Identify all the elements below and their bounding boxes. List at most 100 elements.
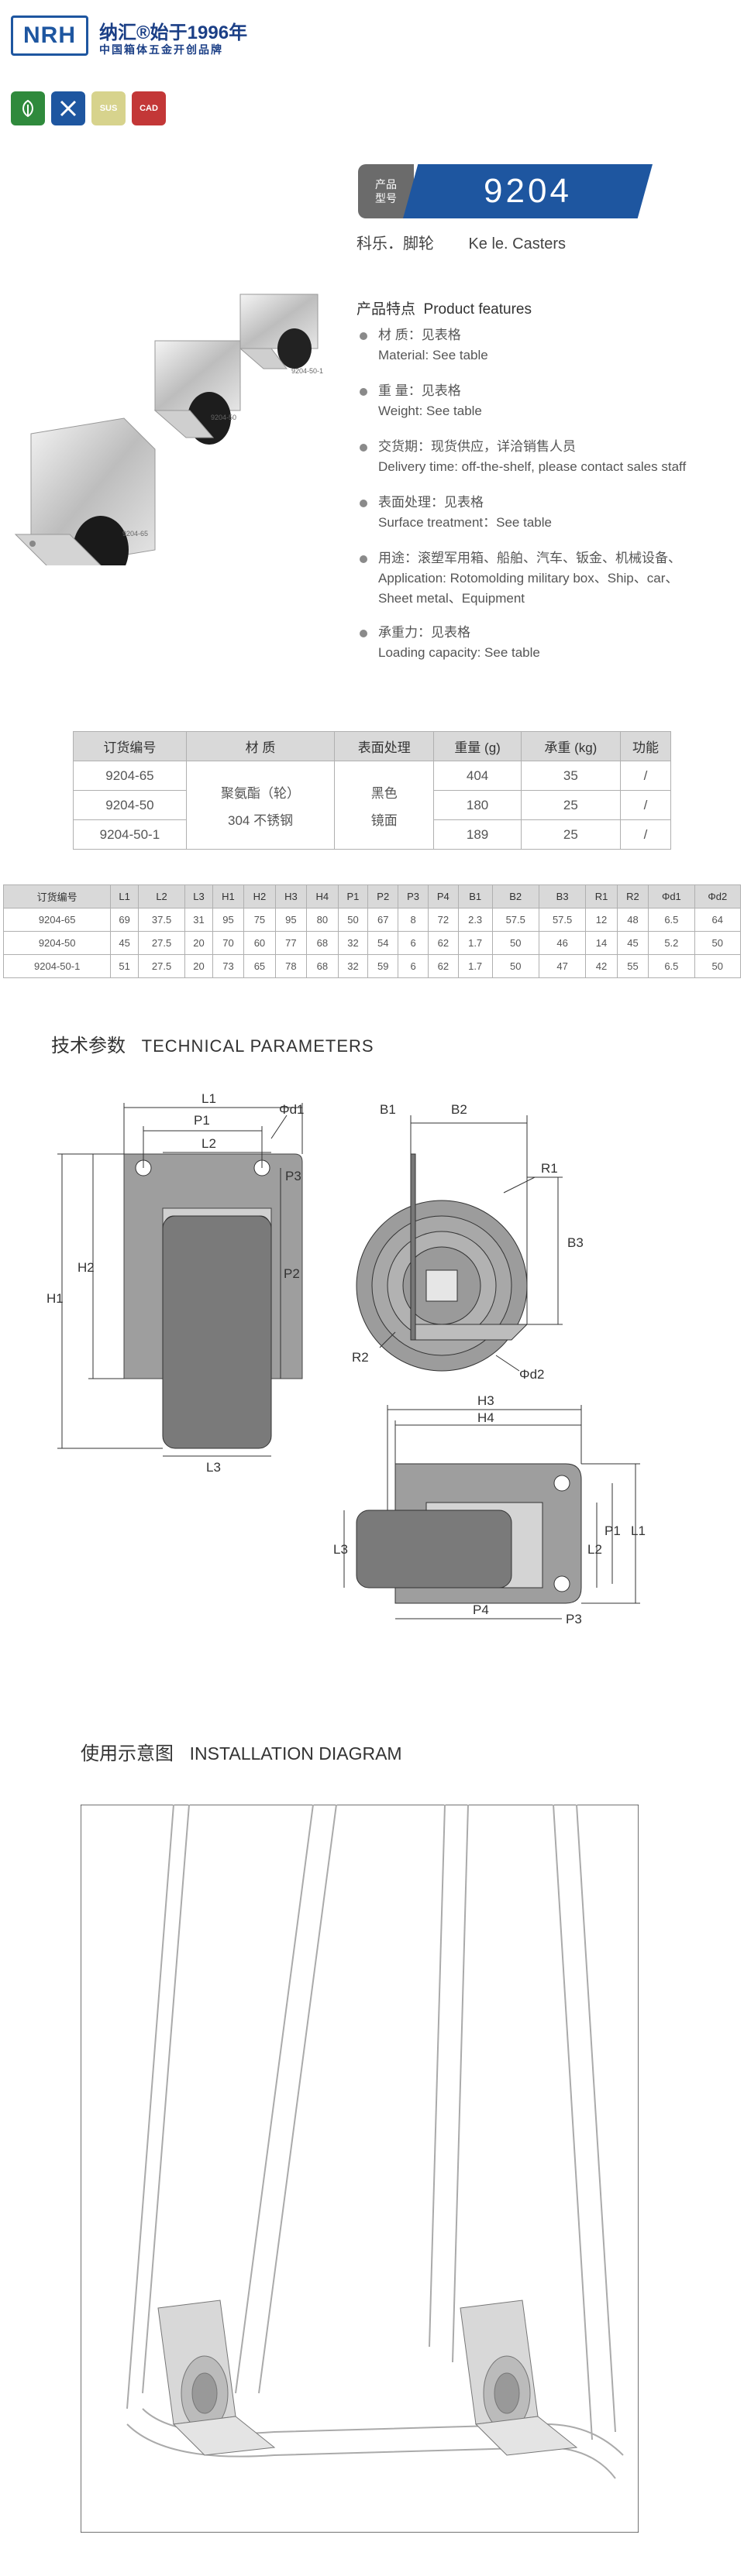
label-L2: L2	[202, 1136, 216, 1151]
tech-params-title: 技术参数 TECHNICAL PARAMETERS	[51, 1030, 374, 1057]
dimension-cell: 50	[491, 931, 539, 955]
model-tag-line2: 型号	[375, 192, 397, 204]
dimension-cell: 95	[212, 908, 245, 932]
feature-en: Application: Rotomolding military box、Sh…	[378, 571, 679, 586]
model-number: 9204	[403, 164, 653, 218]
dimension-cell: 45	[110, 931, 139, 955]
install-title: 使用示意图 INSTALLATION DIAGRAM	[81, 1738, 402, 1765]
feature-en: Surface treatment：See table	[378, 515, 552, 530]
dimension-cell: 6	[398, 954, 429, 978]
image-label-3: 9204-65	[122, 530, 148, 538]
dimension-th: P4	[427, 884, 459, 908]
feature-cn: 表面处理：见表格	[378, 495, 484, 510]
dimension-th: H4	[306, 884, 339, 908]
cell-material: 聚氨酯（轮） 304 不锈钢	[185, 761, 336, 850]
label-R2: R2	[352, 1350, 369, 1365]
dimension-cell: 64	[694, 908, 742, 932]
label-P3-bottom: P3	[566, 1612, 582, 1626]
dimension-th: P3	[398, 884, 429, 908]
dimension-cell: 5.2	[648, 931, 695, 955]
table-row: 9204-65 聚氨酯（轮） 304 不锈钢 黑色 镜面 404 35 /	[73, 761, 672, 850]
table-row: 9204-50-1 189 25 /	[73, 819, 672, 850]
dimension-th: 订货编号	[2, 884, 112, 908]
feature-item: 表面处理：见表格 Surface treatment：See table	[360, 493, 735, 533]
installation-diagram	[81, 1805, 639, 2533]
product-subtitle: 科乐．脚轮 Ke le. Casters	[356, 235, 567, 252]
caster-9204-50	[153, 340, 241, 445]
feature-en: Delivery time: off-the-shelf, please con…	[378, 459, 687, 474]
install-title-en: INSTALLATION DIAGRAM	[189, 1743, 402, 1764]
label-L1: L1	[202, 1092, 216, 1106]
dimension-cell: 14	[585, 931, 618, 955]
dimension-cell: 68	[306, 954, 339, 978]
label-d2: Φd2	[519, 1367, 544, 1382]
dimension-cell: 45	[616, 931, 649, 955]
dimension-cell: 55	[616, 954, 649, 978]
dimension-cell: 70	[212, 931, 245, 955]
dimension-th: P1	[337, 884, 369, 908]
dimension-th: H3	[274, 884, 308, 908]
dimension-th: R1	[585, 884, 618, 908]
eco-icon	[11, 91, 45, 125]
dimension-cell: 9204-65	[2, 908, 112, 932]
cell-function: /	[619, 819, 672, 850]
dimension-cell: 50	[694, 954, 742, 978]
features-title: 产品特点 Product features	[356, 301, 532, 318]
feature-en: Loading capacity: See table	[378, 645, 540, 660]
model-tag-label: 产品 型号	[358, 164, 414, 218]
dimension-cell: 31	[184, 908, 213, 932]
feature-item: 重 量：见表格 Weight: See table	[360, 381, 735, 421]
dimension-cell: 46	[538, 931, 587, 955]
caster-9204-65	[14, 417, 156, 565]
dimension-th: Φd1	[648, 884, 695, 908]
label-L1-bottom: L1	[631, 1523, 646, 1538]
label-B2: B2	[451, 1102, 467, 1117]
dimension-cell: 62	[427, 931, 459, 955]
dimension-cell: 54	[367, 931, 399, 955]
label-B1: B1	[380, 1102, 396, 1117]
dimension-cell: 48	[616, 908, 649, 932]
dimension-cell: 12	[585, 908, 618, 932]
dimension-cell: 1.7	[457, 954, 493, 978]
dimension-cell: 57.5	[491, 908, 539, 932]
dimension-cell: 32	[337, 954, 369, 978]
cell-load: 25	[520, 790, 621, 820]
dimension-cell: 69	[110, 908, 139, 932]
label-H4: H4	[477, 1410, 494, 1425]
dimension-cell: 20	[184, 954, 213, 978]
dimension-th: L1	[110, 884, 139, 908]
dimension-cell: 51	[110, 954, 139, 978]
dimension-th: H1	[212, 884, 245, 908]
dimension-th: L2	[137, 884, 186, 908]
cell-function: /	[619, 790, 672, 820]
tech-title-en: TECHNICAL PARAMETERS	[141, 1036, 374, 1056]
dimension-th: B1	[457, 884, 493, 908]
sus-badge: SUS	[91, 91, 126, 125]
install-title-cn: 使用示意图	[81, 1743, 174, 1764]
label-H1: H1	[46, 1291, 64, 1306]
brand-logo: NRH	[11, 15, 88, 56]
dimension-th: P2	[367, 884, 399, 908]
dimension-th: H2	[243, 884, 276, 908]
material-line2: 304 不锈钢	[227, 812, 294, 828]
label-P2: P2	[284, 1266, 300, 1281]
dimension-cell: 50	[491, 954, 539, 978]
dimension-cell: 59	[367, 954, 399, 978]
dimension-th: R2	[616, 884, 649, 908]
feature-en: Material: See table	[378, 348, 488, 362]
label-P1: P1	[194, 1113, 210, 1128]
dimension-cell: 68	[306, 931, 339, 955]
side-view-drawing: B1 B2 R1 B3 R2 Φd2	[352, 1102, 584, 1382]
th-load: 承重 (kg)	[520, 731, 621, 761]
dimension-cell: 42	[585, 954, 618, 978]
installed-caster-right	[460, 2300, 578, 2456]
dimension-cell: 60	[243, 931, 276, 955]
cell-finish: 黑色 镜面	[334, 761, 435, 850]
cell-load: 35	[520, 761, 621, 791]
label-L3: L3	[206, 1460, 221, 1475]
cell-function: /	[619, 761, 672, 791]
dimension-cell: 27.5	[137, 954, 186, 978]
cell-weight: 180	[433, 790, 522, 820]
